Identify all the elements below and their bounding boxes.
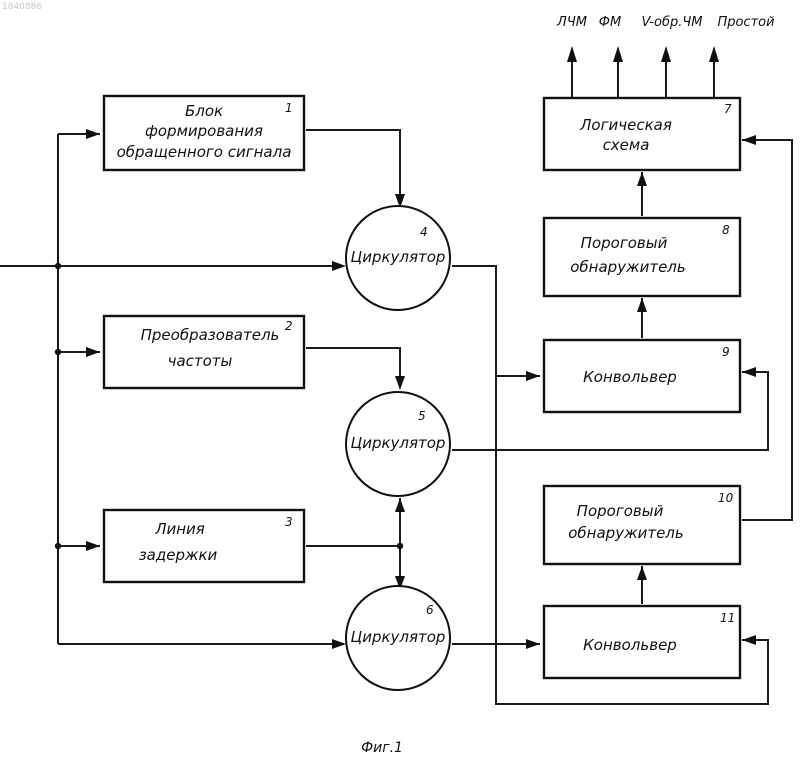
- block-7-logic-circuit: Логическая схема 7: [544, 98, 740, 170]
- block-8-line-2: обнаружитель: [570, 258, 685, 276]
- block-7-number: 7: [724, 102, 732, 116]
- block-11-number: 11: [720, 611, 735, 625]
- block-10-line-2: обнаружитель: [568, 524, 683, 542]
- block-7-line-1: Логическая: [579, 116, 672, 134]
- block-2-number: 2: [285, 319, 293, 333]
- block-10-number: 10: [718, 491, 734, 505]
- output-label-lchm: ЛЧМ: [556, 15, 587, 30]
- block-3-number: 3: [285, 515, 293, 529]
- circulator-5: Циркулятор 5: [346, 392, 450, 496]
- block-1-line-1: Блок: [185, 102, 223, 120]
- block-7-line-2: схема: [603, 136, 650, 154]
- block-9-convolver: Конвольвер 9: [544, 340, 740, 412]
- block-3-delay-line: Линия задержки 3: [104, 510, 304, 582]
- circulator-6-number: 6: [426, 603, 434, 617]
- block-9-label: Конвольвер: [583, 368, 677, 386]
- block-11-label: Конвольвер: [583, 636, 677, 654]
- watermark: 1840886: [2, 2, 42, 12]
- output-label-fm: ФМ: [599, 15, 621, 30]
- block-8-line-1: Пороговый: [581, 234, 668, 252]
- block-2-line-2: частоты: [168, 352, 233, 370]
- circulator-4-label: Циркулятор: [351, 248, 446, 266]
- block-1-number: 1: [285, 101, 293, 115]
- block-2-frequency-converter: Преобразователь частоты 2: [104, 316, 304, 388]
- figure-caption: Фиг.1: [361, 740, 403, 756]
- block-3-line-1: Линия: [154, 520, 205, 538]
- block-10-line-1: Пороговый: [577, 502, 664, 520]
- circulator-5-number: 5: [418, 409, 426, 423]
- block-8-threshold-detector: Пороговый обнаружитель 8: [544, 218, 740, 296]
- circulator-5-label: Циркулятор: [351, 434, 446, 452]
- block-1-signal-reversal-former: Блок формирования обращенного сигнала 1: [104, 96, 304, 170]
- circulator-4: Циркулятор 4: [346, 206, 450, 310]
- circulator-6: Циркулятор 6: [346, 586, 450, 690]
- block-10-threshold-detector: Пороговый обнаружитель 10: [544, 486, 740, 564]
- block-11-convolver: Конвольвер 11: [544, 606, 740, 678]
- circulator-4-number: 4: [420, 225, 428, 239]
- output-label-v-chm: V-обр.ЧМ: [642, 15, 703, 30]
- junction-dots: [55, 263, 403, 549]
- block-8-number: 8: [722, 223, 730, 237]
- output-label-simple: Простой: [717, 15, 774, 30]
- circulator-6-label: Циркулятор: [351, 628, 446, 646]
- block-2-line-1: Преобразователь: [141, 326, 280, 344]
- block-1-line-3: обращенного сигнала: [117, 143, 292, 161]
- block-9-number: 9: [722, 345, 730, 359]
- block-1-line-2: формирования: [145, 122, 263, 140]
- block-3-line-2: задержки: [139, 546, 218, 564]
